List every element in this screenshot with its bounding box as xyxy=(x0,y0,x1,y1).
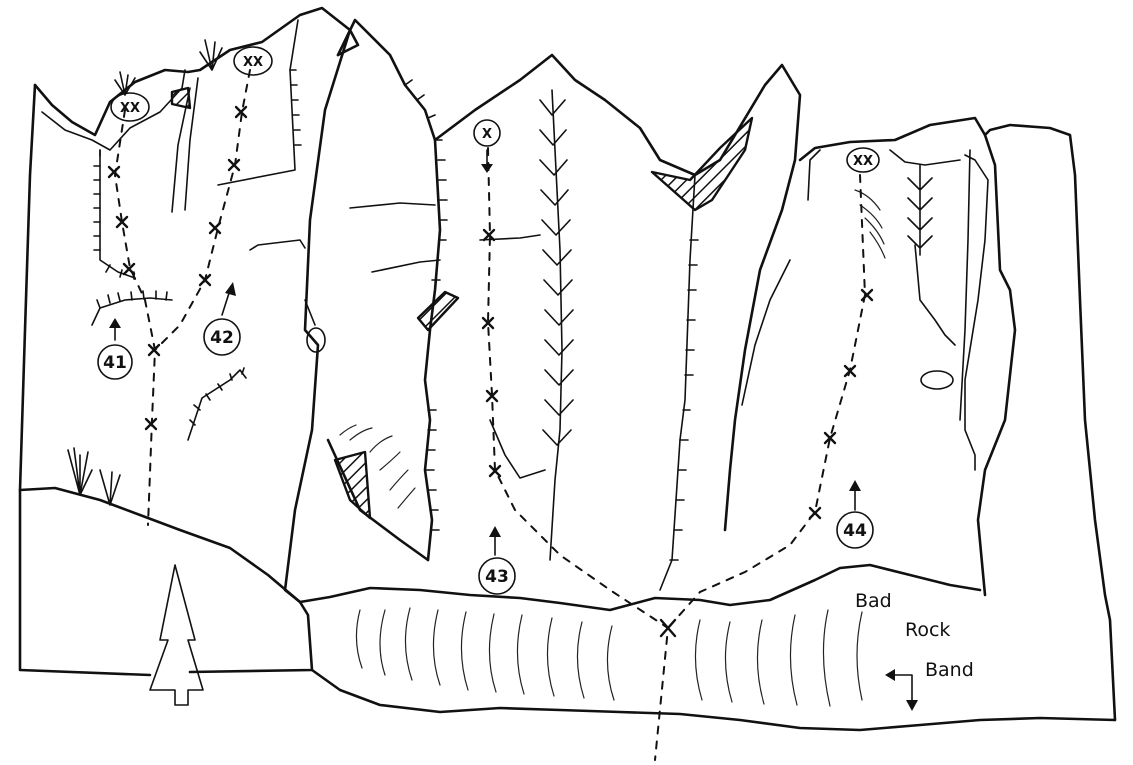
band-bracket-arrows-icon xyxy=(885,669,918,711)
anchors: XX XX X XX xyxy=(111,47,879,173)
left-lower-block xyxy=(20,490,150,675)
shading xyxy=(340,190,885,508)
anchor-42-label: XX xyxy=(243,55,263,70)
route-label-44: 44 xyxy=(837,480,873,548)
tick-edges xyxy=(92,70,698,560)
right-buttress-outline xyxy=(800,118,1115,720)
route-41 xyxy=(115,110,155,525)
right-inner-pillar xyxy=(978,135,1015,595)
bolt-marker xyxy=(862,290,872,300)
route-44-line xyxy=(668,175,865,628)
anchor-route-44: XX xyxy=(847,148,879,172)
bad-rock-band-bottom xyxy=(312,670,1115,730)
bolt-marker xyxy=(661,620,675,636)
route-labels: 41 42 43 44 xyxy=(98,282,873,594)
pocket xyxy=(307,328,325,352)
tick-edge-central-crack xyxy=(670,240,698,560)
rock-formations xyxy=(20,8,1115,730)
crack-line-2 xyxy=(372,260,440,272)
anchor-44-label: XX xyxy=(853,154,873,169)
route-42-number: 42 xyxy=(210,328,234,348)
bolt-marker xyxy=(229,160,239,170)
route-44 xyxy=(668,175,865,628)
route-43-number: 43 xyxy=(485,567,509,587)
tick-roof-left xyxy=(92,291,172,325)
route-label-42: 42 xyxy=(204,282,240,355)
route-44-number: 44 xyxy=(843,521,867,541)
annotation-bad: Bad xyxy=(855,590,892,612)
left-ground-line xyxy=(20,488,300,602)
upper-ledge xyxy=(42,70,185,150)
tree-icon xyxy=(150,565,203,705)
route-41-line xyxy=(115,110,155,525)
tick-roof-mid xyxy=(188,368,246,440)
bolt-marker xyxy=(810,508,820,518)
annotation-rock: Rock xyxy=(905,619,950,641)
overhangs xyxy=(172,88,752,518)
route-41-number: 41 xyxy=(103,353,127,373)
fir-crack-right xyxy=(908,165,932,255)
overhang-lower-left xyxy=(335,452,370,518)
right-left-dihedral xyxy=(742,150,820,405)
route-42-line xyxy=(155,70,250,350)
grass-tuft-icon xyxy=(115,72,135,95)
anchor-route-41: XX xyxy=(111,93,149,121)
bolt-marker xyxy=(109,167,119,177)
overhang-left xyxy=(172,88,190,108)
right-slab-line xyxy=(890,150,960,165)
grass-tuft-icon xyxy=(68,448,92,495)
bad-rock-band-annotation: Bad Rock Band xyxy=(855,590,974,711)
right-wide-crack xyxy=(915,245,955,345)
crack-line-1 xyxy=(350,203,435,208)
anchor-43-label: X xyxy=(482,127,492,142)
left-block-right-edge xyxy=(190,602,312,672)
bolts xyxy=(109,107,872,636)
route-label-41: 41 xyxy=(98,318,132,379)
grass-tuft-icon xyxy=(200,40,222,70)
route-42 xyxy=(155,70,250,350)
bad-rock-band-texture xyxy=(356,608,862,706)
left-buttress-base xyxy=(20,85,35,490)
bolt-marker xyxy=(210,223,220,233)
fir-crack-central xyxy=(540,90,573,560)
annotation-band: Band xyxy=(925,659,974,681)
central-crack xyxy=(660,175,695,590)
hole xyxy=(921,371,953,389)
anchor-route-42: XX xyxy=(234,47,272,75)
flake-small xyxy=(250,240,305,250)
left-buttress-outline xyxy=(35,8,358,135)
anchor-route-43: X xyxy=(474,120,500,173)
route-label-43: 43 xyxy=(479,526,515,594)
overhang-pillar xyxy=(418,292,458,330)
anchor-41-label: XX xyxy=(120,101,140,116)
